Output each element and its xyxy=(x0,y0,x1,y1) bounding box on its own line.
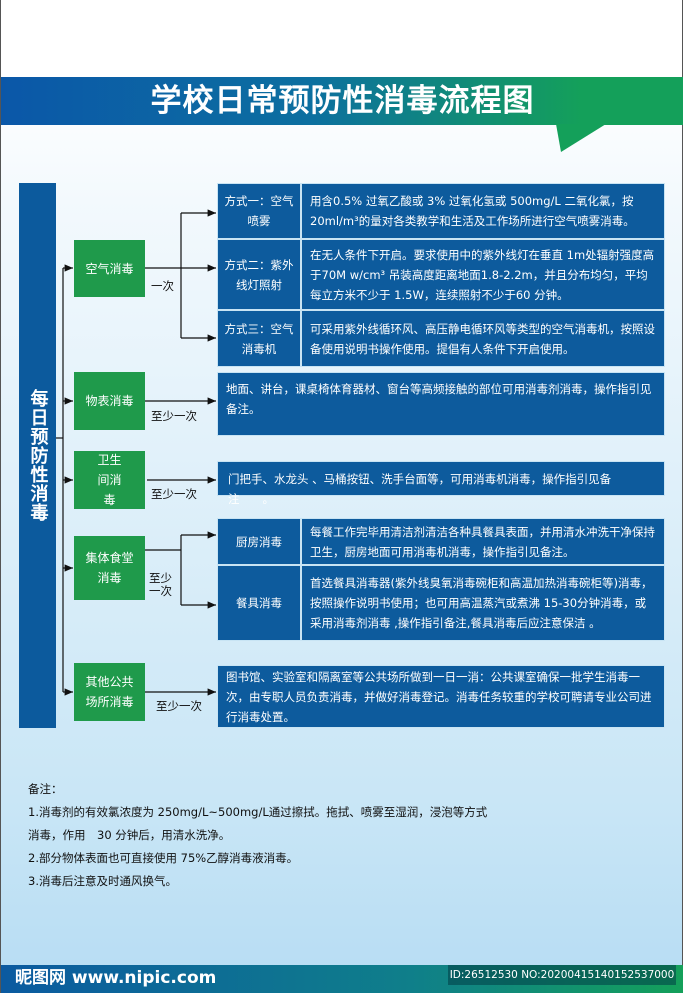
banner-tail xyxy=(556,124,606,152)
category-canteen: 集体食堂消毒 xyxy=(74,536,145,600)
title-banner xyxy=(1,77,683,125)
category-surface: 物表消毒 xyxy=(74,372,145,430)
notes-heading: 备注： xyxy=(28,782,63,796)
canteen-desc: 首选餐具消毒器(紫外线臭氧消毒碗柜和高温加热消毒碗柜等)消毒，按照操作说明书使用… xyxy=(310,576,653,630)
freq-toilet: 至少一次 xyxy=(151,487,197,501)
note-line: 消毒，作用 30 分钟后，用清水洗净。 xyxy=(28,828,231,842)
toilet-panel: 门把手、水龙头 、马桶按钮、洗手台面等，可用消毒机消毒，操作指引见备注 。 xyxy=(217,461,665,506)
freq-public: 至少一次 xyxy=(156,699,202,713)
canteen-panel: 厨房消毒每餐工作完毕用清洁剂清洁各种具餐具表面，并用清水冲洗干净保持卫生，厨房地… xyxy=(217,518,665,641)
method-desc: 在无人条件下开启。要求使用中的紫外线灯在垂直 1m处辐射强度高于70M w/cm… xyxy=(310,247,655,302)
canteen-desc: 每餐工作完毕用清洁剂清洁各种具餐具表面，并用清水冲洗干净保持卫生，厨房地面可用消… xyxy=(310,524,655,559)
freq-air: 一次 xyxy=(151,279,174,293)
root-node: 每日预防性消毒 xyxy=(19,183,56,728)
surface-panel: 地面、讲台，课桌椅体育器材、窗台等高频接触的部位可用消毒剂消毒，操作指引见备注。 xyxy=(217,372,665,436)
note-line: 2.部分物体表面也可直接使用 75%乙醇消毒液消毒。 xyxy=(28,851,299,865)
watermark-id: ID:26512530 NO:20200415140152537000 xyxy=(448,965,676,985)
category-public: 其他公共场所消毒 xyxy=(74,663,145,721)
category-air: 空气消毒 xyxy=(74,240,145,297)
method-desc: 可采用紫外线循环风、高压静电循环风等类型的空气消毒机，按照设备使用说明书操作使用… xyxy=(310,321,655,356)
public-panel: 图书馆、实验室和隔离室等公共场所做到一日一消：公共课室确保一批学生消毒一次，由专… xyxy=(217,665,665,728)
air-methods-panel: 方式一：空气喷雾用含0.5% 过氧乙酸或 3% 过氧化氢或 500mg/L 二氧… xyxy=(217,183,665,367)
watermark-logo: 昵图网 www.nipic.com xyxy=(15,968,217,988)
canteen-label: 厨房消毒 xyxy=(218,519,302,564)
freq-canteen: 至少一次 xyxy=(149,571,172,598)
category-toilet: 卫生间消毒 xyxy=(74,451,145,509)
canteen-label: 餐具消毒 xyxy=(218,566,302,640)
freq-surface: 至少一次 xyxy=(151,409,197,423)
note-line: 1.消毒剂的有效氯浓度为 250mg/L~500mg/L通过擦拭。拖拭、喷雾至湿… xyxy=(28,805,488,819)
note-line: 3.消毒后注意及时通风换气。 xyxy=(28,874,177,888)
method-label: 方式二：紫外线灯照射 xyxy=(218,240,302,309)
method-label: 方式三：空气消毒机 xyxy=(218,311,302,366)
method-label: 方式一：空气喷雾 xyxy=(218,184,302,238)
page-title: 学校日常预防性消毒流程图 xyxy=(150,83,535,119)
notes: 备注： 1.消毒剂的有效氯浓度为 250mg/L~500mg/L通过擦拭。拖拭、… xyxy=(28,778,487,893)
method-desc: 用含0.5% 过氧乙酸或 3% 过氧化氢或 500mg/L 二氧化氯，按20ml… xyxy=(310,194,635,228)
